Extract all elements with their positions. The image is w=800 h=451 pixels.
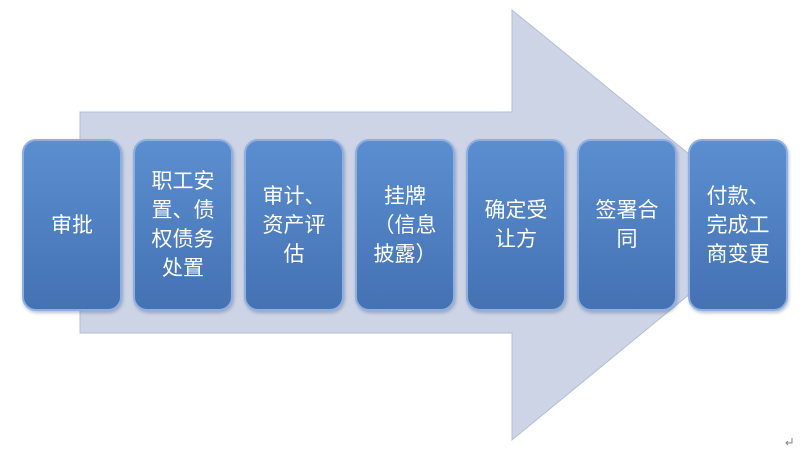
step-sign-contract: 签署合 同 [577, 139, 677, 311]
process-steps: 审批 职工安 置、债 权债务 处置 审计、 资产评 估 挂牌 （信息 披露） 确… [22, 139, 788, 311]
step-determine-transferee: 确定受 让方 [466, 139, 566, 311]
step-label: 审计、 资产评 估 [262, 183, 326, 266]
step-label: 职工安 置、债 权债务 处置 [151, 169, 215, 280]
step-payment-registration-change: 付款、 完成工 商变更 [688, 139, 788, 311]
step-label: 挂牌 （信息 披露） [373, 183, 437, 266]
step-label: 签署合 同 [595, 198, 659, 251]
step-label: 确定受 让方 [484, 198, 548, 251]
step-staff-placement-debt-handling: 职工安 置、债 权债务 处置 [133, 139, 233, 311]
step-listing-disclosure: 挂牌 （信息 披露） [355, 139, 455, 311]
step-label: 审批 [51, 212, 93, 237]
step-approval: 审批 [22, 139, 122, 311]
return-mark-icon [785, 438, 793, 446]
step-label: 付款、 完成工 商变更 [706, 183, 770, 266]
step-audit-asset-evaluation: 审计、 资产评 估 [244, 139, 344, 311]
